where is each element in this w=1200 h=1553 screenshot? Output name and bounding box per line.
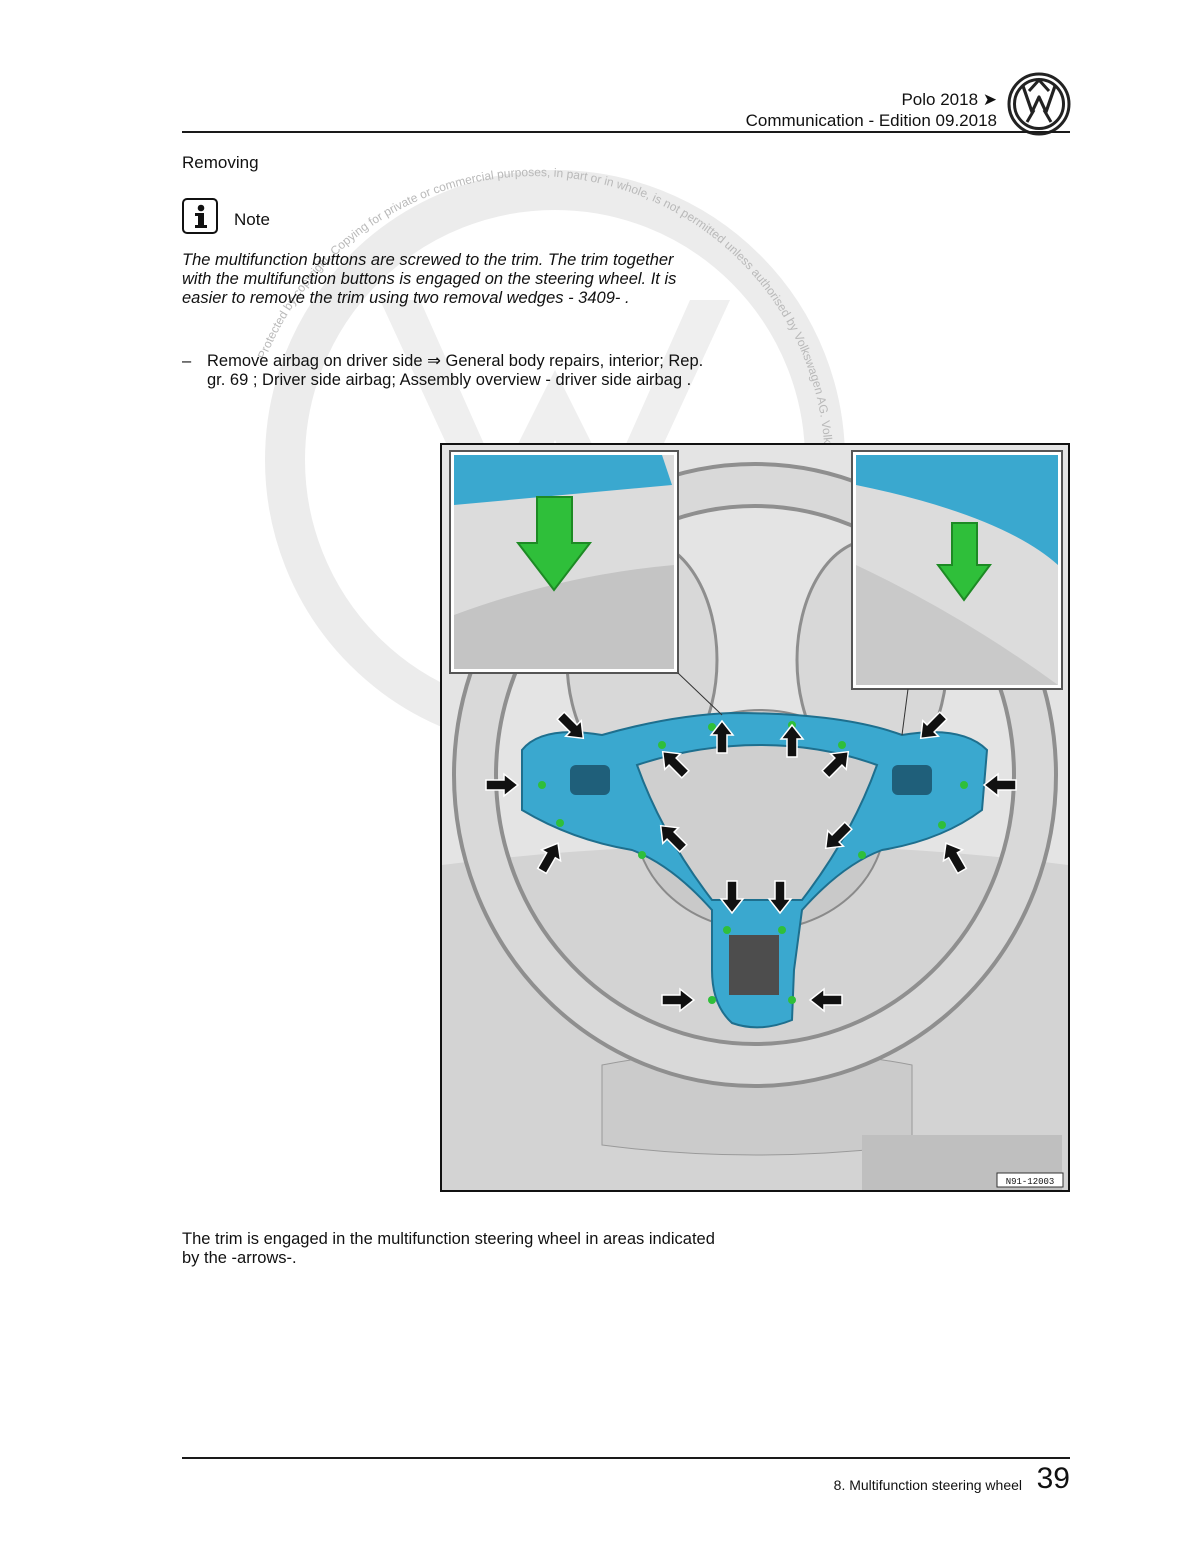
- note-text: The multifunction buttons are screwed to…: [182, 251, 677, 307]
- callout-arrow-icon: [659, 824, 688, 853]
- step-text: Remove airbag on driver side ⇒ General b…: [207, 352, 704, 389]
- header-model: Polo 2018 ➤: [901, 90, 997, 109]
- callout-arrow-icon: [919, 711, 948, 740]
- page-number: 39: [1036, 1462, 1070, 1495]
- section-title: Removing: [182, 153, 259, 172]
- figure-id-label: N91-12003: [1006, 1177, 1055, 1187]
- callout-arrow-icon: [709, 719, 735, 754]
- steering-wheel-illustration: N91-12003: [442, 445, 1068, 1190]
- figure-caption: The trim is engaged in the multifunction…: [182, 1230, 715, 1267]
- note-label: Note: [234, 210, 270, 229]
- info-icon: [182, 198, 218, 234]
- footer-rule: [182, 1457, 1070, 1459]
- header-edition: Communication - Edition 09.2018: [745, 111, 997, 130]
- callout-arrow-icon: [982, 772, 1017, 798]
- callout-arrow-icon: [661, 987, 696, 1013]
- inset-right: [851, 450, 1063, 736]
- callout-arrow-icon: [661, 750, 690, 779]
- steering-wheel-figure: N91-12003: [440, 443, 1070, 1192]
- callout-arrow-icon: [821, 750, 850, 779]
- callout-arrow-icon: [485, 772, 520, 798]
- callout-arrow-icon: [808, 987, 843, 1013]
- vw-logo-icon: [1007, 72, 1071, 136]
- callout-arrow-icon: [719, 880, 745, 915]
- callout-arrow-icon: [556, 711, 585, 740]
- footer-chapter: 8. Multifunction steering wheel: [833, 1477, 1022, 1493]
- callout-arrow-icon: [536, 842, 562, 875]
- callout-arrow-icon: [824, 821, 853, 850]
- callout-arrow-icon: [779, 723, 805, 758]
- arrow-layer: [485, 711, 1017, 1013]
- step-dash: –: [182, 352, 192, 370]
- callout-arrow-icon: [767, 880, 793, 915]
- header-rule: [182, 131, 1070, 133]
- callout-arrow-icon: [942, 842, 968, 875]
- inset-left: [449, 450, 723, 716]
